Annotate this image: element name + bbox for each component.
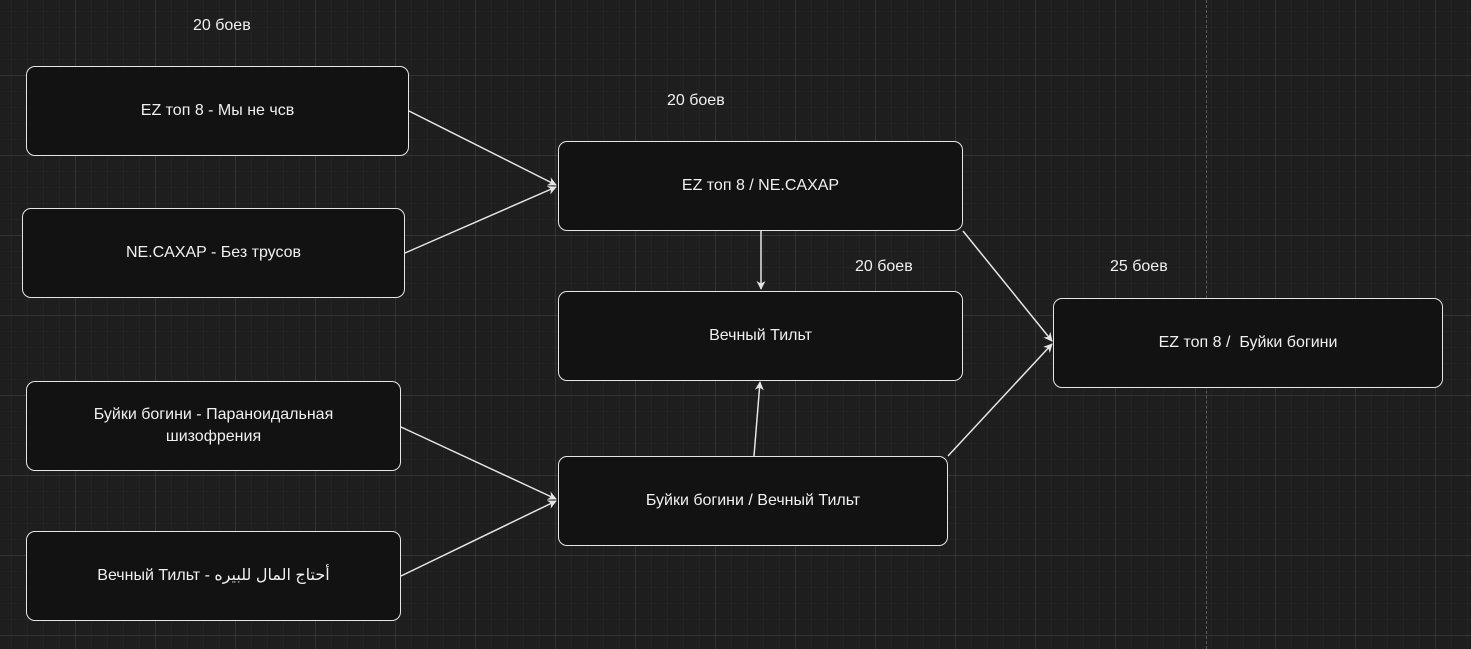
node-tilt-arabic[interactable]: Вечный Тильт - أحتاج المال للبيره [26, 531, 401, 621]
edge-tilt-arabic-to-buyki-tilt[interactable] [400, 500, 557, 577]
edge-label-final[interactable]: 25 боев [1110, 258, 1168, 275]
node-buyki-paranoid[interactable]: Буйки богини - Параноидальная шизофрения [26, 381, 401, 471]
edge-label-round3[interactable]: 20 боев [855, 258, 913, 275]
node-necaxap-trusov-text: NE.CAXAP - Без трусов [125, 244, 302, 261]
edge-ez-nechsv-to-ez-necaxap[interactable] [408, 110, 557, 186]
node-necaxap-trusov[interactable]: NE.CAXAP - Без трусов [22, 208, 405, 298]
edge-ez-necaxap-to-ez-buyki[interactable] [962, 230, 1053, 342]
edge-label-round2[interactable]: 20 боев [667, 92, 725, 109]
node-ez-buyki[interactable]: EZ топ 8 / Буйки богини [1053, 298, 1443, 388]
node-buyki-tilt-text: Буйки богини / Вечный Тильт [645, 492, 861, 509]
node-buyki-tilt[interactable]: Буйки богини / Вечный Тильт [558, 456, 948, 546]
edge-necaxap-trusov-to-ez-necaxap[interactable] [404, 186, 557, 254]
node-vechny-tilt[interactable]: Вечный Тильт [558, 291, 963, 381]
edge-buyki-tilt-to-vechny-tilt[interactable] [753, 381, 764, 457]
node-vechny-tilt-text: Вечный Тильт [709, 327, 812, 344]
edge-label-round1[interactable]: 20 боев [193, 17, 251, 34]
node-ez-necaxap[interactable]: EZ топ 8 / NE.CAXAP [558, 141, 963, 231]
node-ez-nechsv[interactable]: EZ топ 8 - Мы не чсв [26, 66, 409, 156]
edge-buyki-paranoid-to-buyki-tilt[interactable] [400, 426, 557, 500]
edge-buyki-tilt-to-ez-buyki[interactable] [947, 343, 1053, 457]
node-tilt-arabic-text: Вечный Тильт - أحتاج المال للبيره [97, 565, 329, 587]
node-tilt-arabic-script: أحتاج المال للبيره [214, 567, 330, 584]
node-buyki-paranoid-text: Буйки богини - Параноидальная шизофрения [93, 406, 334, 445]
node-tilt-arabic-prefix: Вечный Тильт - [97, 567, 215, 584]
node-ez-nechsv-text: EZ топ 8 - Мы не чсв [140, 102, 295, 119]
node-ez-buyki-text: EZ топ 8 / Буйки богини [1158, 334, 1338, 351]
node-ez-necaxap-text: EZ топ 8 / NE.CAXAP [681, 177, 840, 194]
